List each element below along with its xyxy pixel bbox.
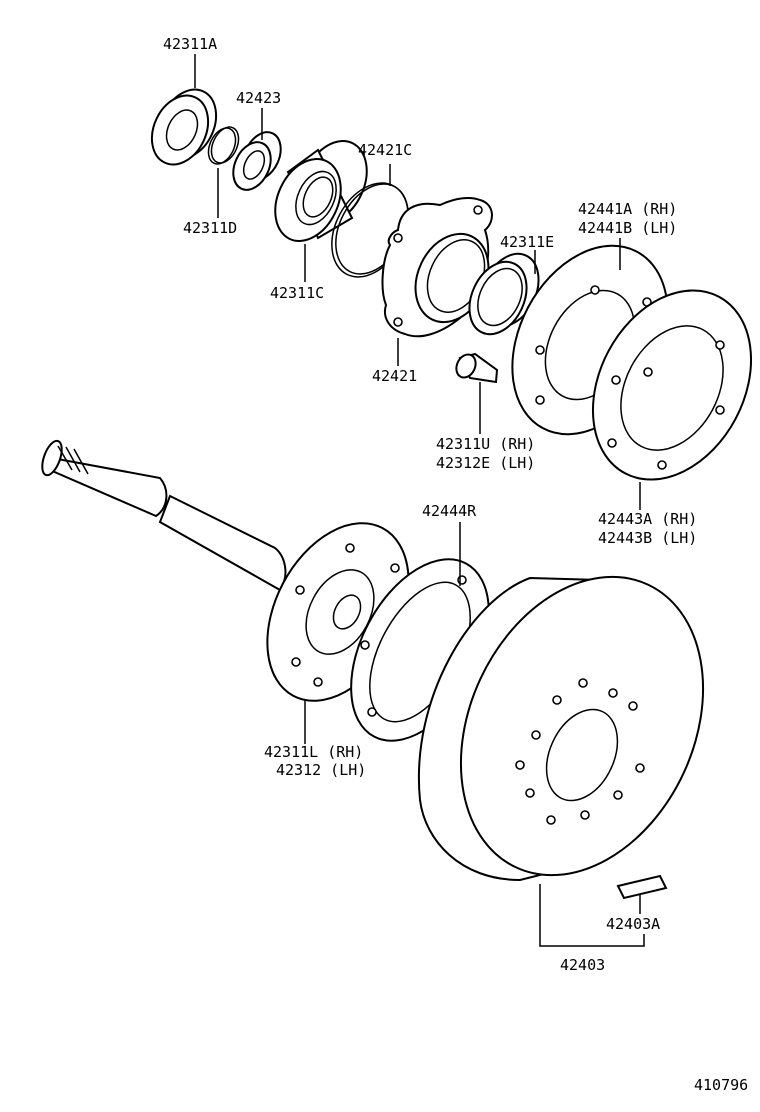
label-42441B: 42441B (LH) — [578, 219, 677, 237]
label-42423: 42423 — [236, 89, 281, 107]
snap-ring-42311D — [207, 126, 240, 165]
label-42311U: 42311U (RH) — [436, 435, 535, 453]
label-42441A: 42441A (RH) — [578, 200, 677, 218]
plate-42443 — [591, 289, 753, 481]
leader-lines — [194, 54, 645, 947]
label-42312E: 42312E (LH) — [436, 454, 535, 472]
label-42444R: 42444R — [422, 502, 477, 520]
label-42311C: 42311C — [270, 284, 324, 302]
oil-seal-42311A — [150, 88, 218, 166]
label-42443B: 42443B (LH) — [598, 529, 697, 547]
spacer-42423 — [232, 131, 282, 191]
seal-42311E — [468, 252, 540, 336]
label-42403: 42403 — [560, 956, 605, 974]
label-42311D: 42311D — [183, 219, 237, 237]
hub-bolt-42311U — [455, 352, 499, 384]
label-42311E: 42311E — [500, 233, 554, 251]
label-42403A: 42403A — [606, 915, 660, 933]
label-42443A: 42443A (RH) — [598, 510, 697, 528]
label-42312: 42312 (LH) — [276, 761, 366, 779]
hole-plug-42403A — [616, 874, 668, 900]
part-labels: 42311A 42423 42311D 42421C 42311C 42441A… — [163, 35, 748, 1094]
figure-number: 410796 — [694, 1076, 748, 1094]
label-42311A: 42311A — [163, 35, 217, 53]
label-42421: 42421 — [372, 367, 417, 385]
bearing-42311C — [274, 140, 368, 242]
label-42421C: 42421C — [358, 141, 412, 159]
label-42311L: 42311L (RH) — [264, 743, 363, 761]
brake-drum-42403 — [417, 575, 705, 882]
